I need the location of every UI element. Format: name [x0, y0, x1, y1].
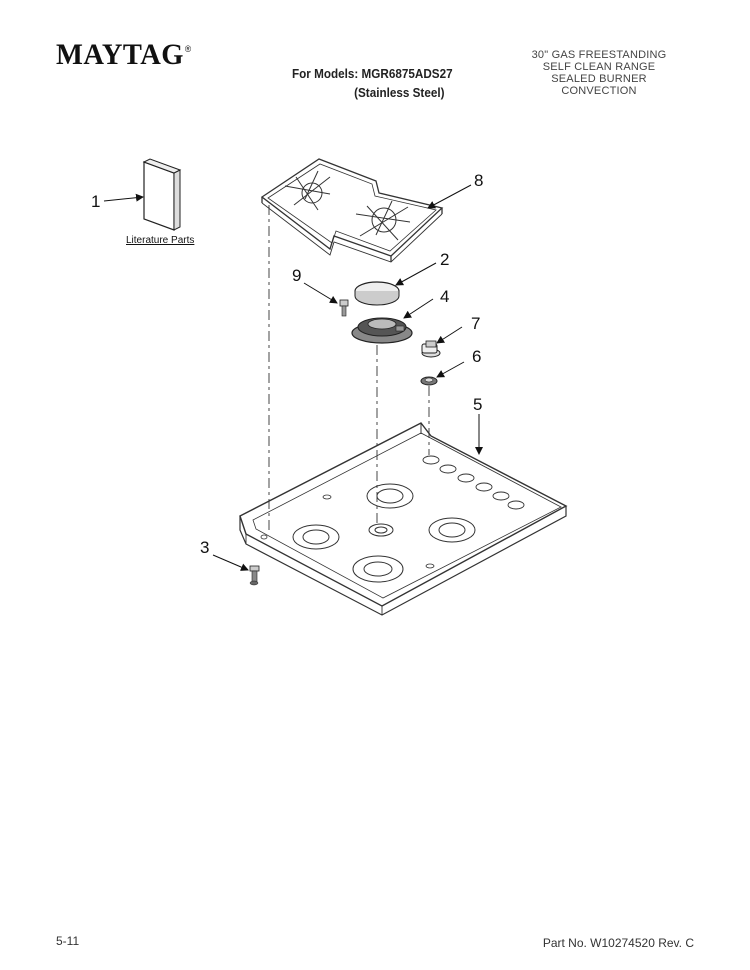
part-number: Part No. W10274520 Rev. C: [542, 936, 694, 950]
callout-9: 9: [292, 266, 301, 285]
control-knob: [421, 340, 441, 358]
callout-8: 8: [474, 171, 483, 190]
page-number: 5-11: [56, 934, 80, 948]
knob-bezel: [420, 376, 438, 386]
callout-2: 2: [440, 250, 449, 269]
description-line-1: 30" GAS FREESTANDING: [531, 49, 667, 61]
callout-6: 6: [472, 347, 481, 366]
screw-9: [339, 299, 349, 317]
cooktop: [239, 422, 568, 616]
model-heading: For Models: MGR6875ADS27 (Stainless Stee…: [292, 64, 453, 102]
product-description: 30" GAS FREESTANDING SELF CLEAN RANGE SE…: [504, 49, 694, 97]
callout-1: 1: [91, 192, 100, 211]
model-finish: (Stainless Steel): [354, 85, 445, 100]
burner-grate: [260, 158, 444, 263]
description-line-4: CONVECTION: [561, 85, 637, 97]
callout-5: 5: [473, 395, 482, 414]
callout-7: 7: [471, 314, 480, 333]
burner-base: [351, 317, 413, 344]
screw-3: [249, 565, 260, 586]
assembly-lines: [268, 205, 430, 530]
callout-3: 3: [200, 538, 209, 557]
description-line-3: SEALED BURNER: [551, 73, 647, 85]
callout-4: 4: [440, 287, 449, 306]
registered-mark: ®: [184, 44, 192, 54]
literature-booklet: [142, 158, 182, 231]
burner-cap: [354, 281, 400, 306]
brand-name: MAYTAG: [56, 38, 184, 71]
description-line-2: SELF CLEAN RANGE: [542, 61, 656, 73]
leader-arrows: [103, 184, 483, 571]
model-number: For Models: MGR6875ADS27: [292, 66, 453, 81]
literature-parts-label: Literature Parts: [126, 235, 194, 246]
maytag-logo: MAYTAG®: [56, 38, 191, 72]
